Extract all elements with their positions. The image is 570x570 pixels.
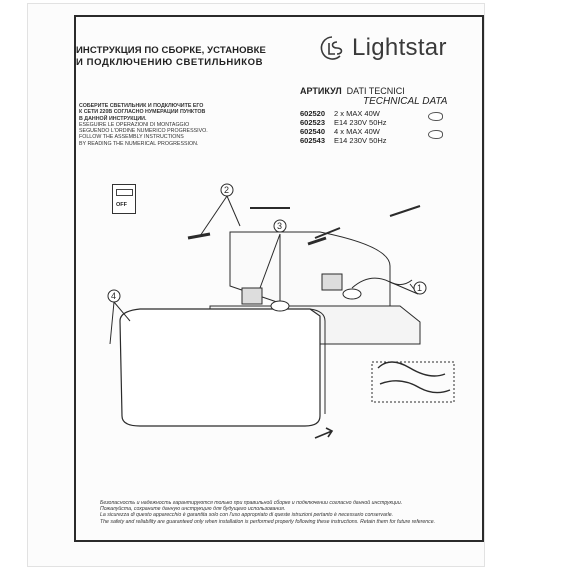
footer-line: Безопасность и надежность гарантируются … [100, 500, 403, 506]
bulb-icon [270, 300, 290, 312]
title-line-1: ИНСТРУКЦИЯ ПО СБОРКЕ, УСТАНОВКЕ [76, 45, 266, 56]
step-1-label: 1 [417, 283, 422, 293]
assembly-instructions: СОБЕРИТЕ СВЕТИЛЬНИК И ПОДКЛЮЧИТЕ ЕГО К С… [79, 103, 244, 147]
instruction-line: К СЕТИ 220В СОГЛАСНО НУМЕРАЦИИ ПУНКТОВ [79, 109, 206, 116]
screw-icon [389, 205, 421, 217]
step-marker-3 [273, 219, 287, 233]
instruction-line: FOLLOW THE ASSEMBLY INSTRUCTIONS [79, 134, 184, 141]
bulb-icon [428, 112, 443, 121]
article-code: 602520 [300, 109, 326, 118]
step-marker-4 [107, 289, 121, 303]
wall-plug-icon [187, 232, 211, 240]
step-marker-1 [413, 281, 427, 295]
articles-heading-en: TECHNICAL DATA [363, 96, 448, 107]
wall-plug-icon [307, 236, 327, 246]
article-spec: E14 230V 50Hz [334, 118, 387, 127]
instruction-line: ESEGUIRE LE OPERAZIONI DI MONTAGGIO [79, 121, 190, 128]
logo-text: Lightstar [352, 34, 447, 61]
footer-line: Пожалуйста, сохраните данную инструкцию … [100, 506, 286, 513]
instruction-line: СОБЕРИТЕ СВЕТИЛЬНИК И ПОДКЛЮЧИТЕ ЕГО [79, 103, 204, 109]
article-row: 602543 E14 230V 50Hz [300, 136, 387, 145]
switch-off-label: OFF [116, 202, 127, 208]
article-code: 602540 [300, 127, 326, 136]
wiring-detail [377, 361, 451, 394]
article-spec: E14 230V 50Hz [334, 136, 387, 145]
lamp-holder [241, 287, 263, 305]
article-row: 602540 4 x MAX 40W [300, 127, 387, 136]
step-2-label: 2 [224, 185, 229, 195]
arrow-icon [314, 427, 334, 439]
lamp-holder [321, 273, 343, 291]
step-3-label: 3 [277, 221, 282, 231]
page-title: ИНСТРУКЦИЯ ПО СБОРКЕ, УСТАНОВКЕ И ПОДКЛЮ… [76, 45, 316, 69]
lightstar-logo-icon [320, 36, 343, 60]
switch-off-icon: OFF [112, 184, 136, 214]
step-marker-2 [220, 183, 234, 197]
bulb-icon [428, 130, 443, 139]
screw-icon [314, 227, 341, 239]
articles-table: 602520 2 x MAX 40W 602523 E14 230V 50Hz … [300, 109, 387, 145]
step-4-label: 4 [111, 291, 116, 301]
assembly-diagram: 2 3 1 4 [107, 183, 455, 439]
safety-notice: Безопасность и надежность гарантируются … [100, 500, 476, 525]
article-row: 602520 2 x MAX 40W [300, 109, 387, 118]
footer-line: La sicurezza di questo apparecchio è gar… [100, 512, 394, 519]
articles-heading-ru: АРТИКУЛ [300, 86, 342, 96]
article-code: 602523 [300, 118, 326, 127]
instruction-line: BY READING THE NUMERICAL PROGRESSION. [79, 140, 199, 147]
article-spec: 2 x MAX 40W [334, 109, 380, 118]
article-spec: 4 x MAX 40W [334, 127, 380, 136]
article-row: 602523 E14 230V 50Hz [300, 118, 387, 127]
instruction-line: SEGUENDO L'ORDINE NUMERICO PROGRESSIVO. [79, 128, 208, 135]
articles-heading-it: DATI TECNICI [346, 86, 405, 96]
page-frame [74, 15, 484, 542]
article-code: 602543 [300, 136, 326, 145]
switch-toggle-icon [116, 189, 133, 196]
bulb-icon [342, 288, 362, 300]
lamp-shade [119, 308, 321, 427]
title-line-2: И ПОДКЛЮЧЕНИЮ СВЕТИЛЬНИКОВ [76, 57, 264, 68]
instruction-line: В ДАННОЙ ИНСТРУКЦИИ. [79, 115, 147, 122]
articles-heading: АРТИКУЛ DATI TECNICI TECHNICAL DATA [300, 86, 480, 107]
footer-line: The safety and reliability are guarantee… [100, 518, 436, 525]
